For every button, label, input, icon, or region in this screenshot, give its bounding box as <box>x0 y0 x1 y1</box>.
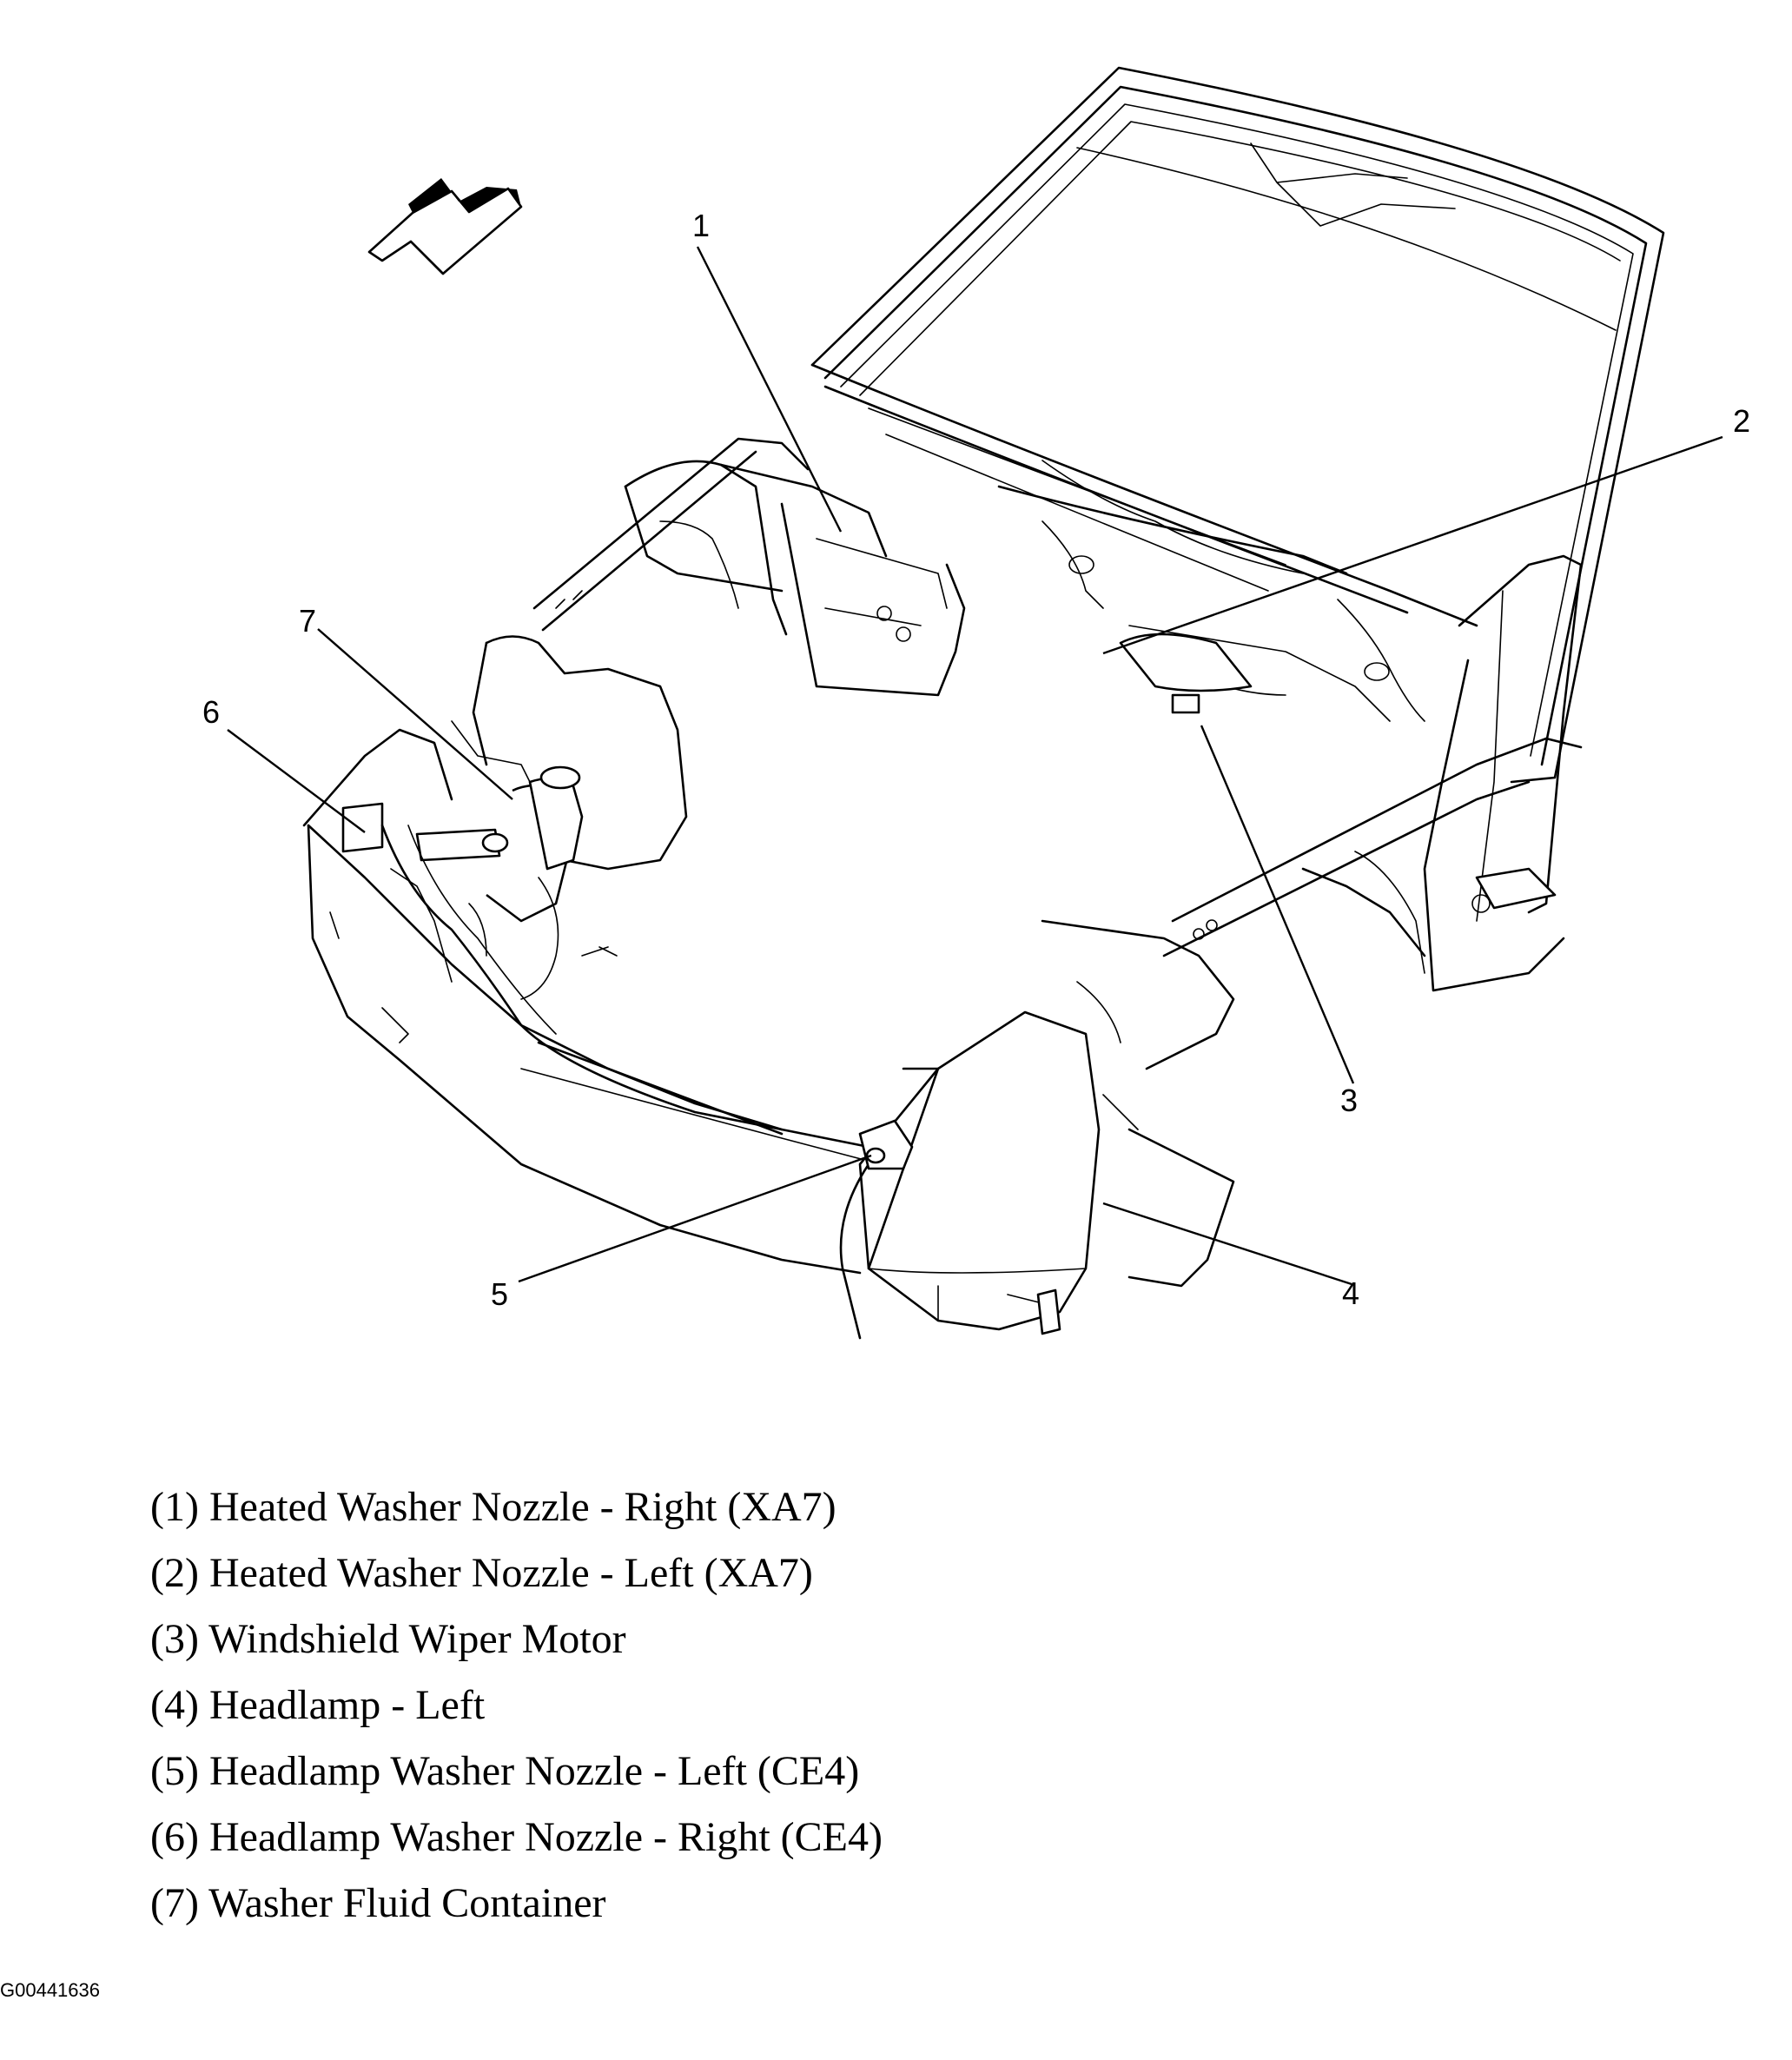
leader-7 <box>317 628 513 800</box>
callout-5: 5 <box>491 1276 508 1312</box>
legend-item: (4) Headlamp - Left <box>150 1682 486 1728</box>
vehicle-front-diagram: 1 2 3 4 5 6 7 <box>202 66 1750 1340</box>
callout-6: 6 <box>202 694 220 730</box>
left-wheel-shield <box>1041 919 1235 1288</box>
legend-item: (5) Headlamp Washer Nozzle - Left (CE4) <box>150 1748 860 1794</box>
leader-2 <box>1102 435 1723 655</box>
leader-5 <box>518 1154 872 1283</box>
right-headlamp-area <box>302 728 509 983</box>
callout-3: 3 <box>1340 1083 1358 1118</box>
forward-arrow-icon <box>367 178 523 275</box>
front-bumper-fascia <box>307 824 870 1275</box>
legend-item: (1) Heated Washer Nozzle - Right (XA7) <box>150 1484 836 1530</box>
callout-1: 1 <box>692 208 710 243</box>
legend-item: (7) Washer Fluid Container <box>150 1880 606 1926</box>
upper-tie-bar <box>532 437 810 632</box>
leader-4 <box>1102 1202 1352 1286</box>
callout-4: 4 <box>1342 1275 1359 1311</box>
figure-id: G00441636 <box>0 1979 100 2001</box>
leader-6 <box>227 729 366 833</box>
legend-item: (2) Heated Washer Nozzle - Left (XA7) <box>150 1550 813 1596</box>
leader-1 <box>696 246 843 533</box>
firewall-bracket <box>780 502 966 697</box>
left-headlamp-shape <box>839 1010 1101 1340</box>
leader-3 <box>1200 725 1355 1084</box>
legend-item: (3) Windshield Wiper Motor <box>150 1616 626 1662</box>
left-upper-rail <box>1162 737 1583 957</box>
left-inner-fender <box>1301 554 1583 992</box>
headlamp-nozzle-left-shape <box>858 1119 914 1170</box>
callout-7: 7 <box>299 603 316 639</box>
legend-item: (6) Headlamp Washer Nozzle - Right (CE4) <box>150 1814 883 1860</box>
parts-legend: (1) Heated Washer Nozzle - Right (XA7) (… <box>150 1474 1453 1937</box>
leader-lines <box>227 246 1723 1286</box>
cowl-wiper-assembly <box>810 363 1478 722</box>
callout-2: 2 <box>1733 403 1750 439</box>
wiper-motor <box>1119 633 1253 714</box>
washer-fluid-container-shape <box>451 635 688 1000</box>
windshield <box>810 66 1665 784</box>
